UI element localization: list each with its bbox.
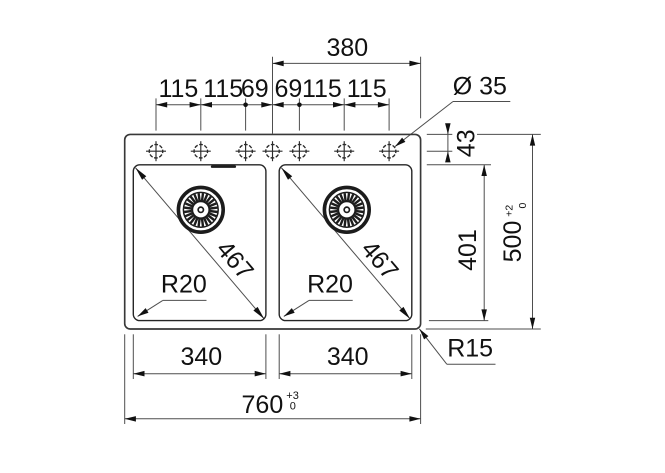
svg-text:760: 760 bbox=[242, 391, 284, 419]
svg-text:115: 115 bbox=[347, 75, 387, 103]
svg-text:+3: +3 bbox=[286, 390, 299, 402]
svg-text:340: 340 bbox=[180, 343, 222, 371]
svg-text:Ø 35: Ø 35 bbox=[453, 73, 507, 101]
svg-text:R15: R15 bbox=[447, 335, 493, 363]
svg-text:115: 115 bbox=[203, 75, 243, 103]
svg-text:340: 340 bbox=[327, 343, 369, 371]
svg-text:+2: +2 bbox=[504, 205, 516, 217]
svg-text:115: 115 bbox=[302, 75, 342, 103]
svg-text:0: 0 bbox=[290, 401, 296, 413]
svg-text:401: 401 bbox=[454, 229, 482, 271]
svg-text:69: 69 bbox=[241, 75, 269, 103]
svg-text:R20: R20 bbox=[161, 271, 207, 299]
svg-text:R20: R20 bbox=[307, 271, 353, 299]
svg-text:115: 115 bbox=[158, 75, 198, 103]
svg-text:69: 69 bbox=[274, 75, 302, 103]
svg-text:380: 380 bbox=[326, 34, 368, 62]
svg-text:500: 500 bbox=[499, 221, 527, 263]
svg-text:0: 0 bbox=[517, 203, 529, 209]
svg-text:43: 43 bbox=[453, 129, 481, 157]
